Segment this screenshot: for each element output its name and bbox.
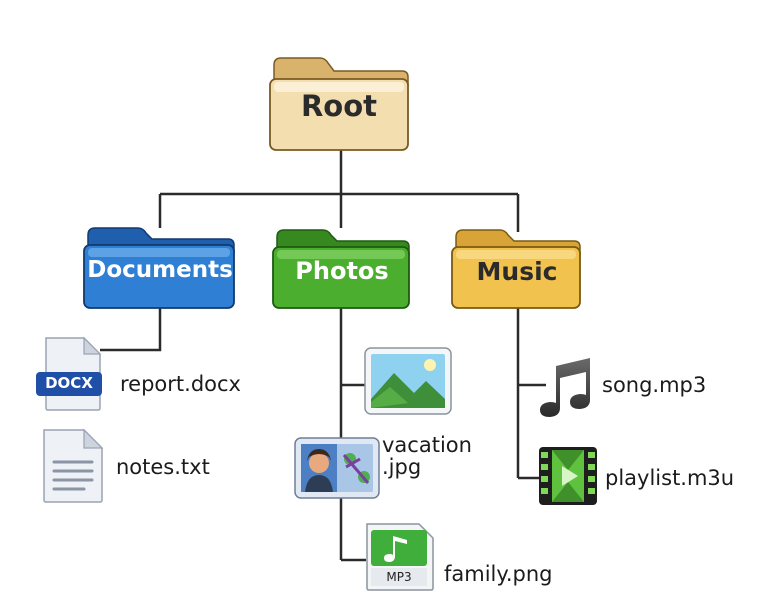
photos-folder[interactable]: Photos bbox=[271, 227, 413, 311]
root-folder-label: Root bbox=[300, 89, 378, 123]
root-folder-icon bbox=[269, 57, 409, 151]
report-docx-label: report.docx bbox=[120, 372, 241, 396]
song-mp3-label: song.mp3 bbox=[602, 373, 707, 397]
text-file-icon bbox=[43, 428, 104, 503]
landscape-image-icon bbox=[364, 347, 452, 415]
vacation-jpg-label: vacation .jpg bbox=[382, 434, 472, 478]
playlist-m3u-label: playlist.m3u bbox=[605, 466, 735, 490]
landscape-image-file[interactable] bbox=[364, 347, 452, 415]
documents-folder-label: Documents bbox=[87, 257, 233, 283]
playlist-video-icon bbox=[539, 447, 597, 505]
docx-file-icon bbox=[36, 336, 102, 411]
notes-txt-label: notes.txt bbox=[116, 455, 210, 479]
mp3-file[interactable]: MP3 bbox=[363, 522, 435, 592]
music-folder-icon bbox=[451, 229, 581, 309]
family-png-label: family.png bbox=[444, 562, 553, 586]
documents-folder-icon bbox=[83, 227, 235, 309]
portrait-image-icon bbox=[294, 437, 380, 499]
docx-file[interactable]: DOCX bbox=[34, 336, 106, 412]
music-folder-label: Music bbox=[476, 257, 558, 286]
music-note-file[interactable] bbox=[536, 356, 594, 418]
portrait-image-file[interactable] bbox=[294, 437, 380, 499]
photos-folder-label: Photos bbox=[295, 257, 389, 285]
mp3-music-file-icon bbox=[366, 523, 434, 591]
documents-folder[interactable]: Documents bbox=[82, 225, 238, 311]
text-file[interactable] bbox=[40, 428, 106, 504]
root-folder[interactable]: Root bbox=[268, 55, 410, 153]
vacation-jpg-label-line2: .jpg bbox=[382, 455, 422, 480]
vacation-jpg-label-line1: vacation bbox=[382, 433, 472, 457]
docx-badge: DOCX bbox=[45, 374, 93, 392]
music-note-icon bbox=[540, 358, 590, 417]
playlist-file[interactable] bbox=[538, 446, 598, 506]
music-folder[interactable]: Music bbox=[450, 227, 584, 311]
photos-folder-icon bbox=[272, 229, 410, 309]
mp3-badge: MP3 bbox=[386, 570, 412, 584]
